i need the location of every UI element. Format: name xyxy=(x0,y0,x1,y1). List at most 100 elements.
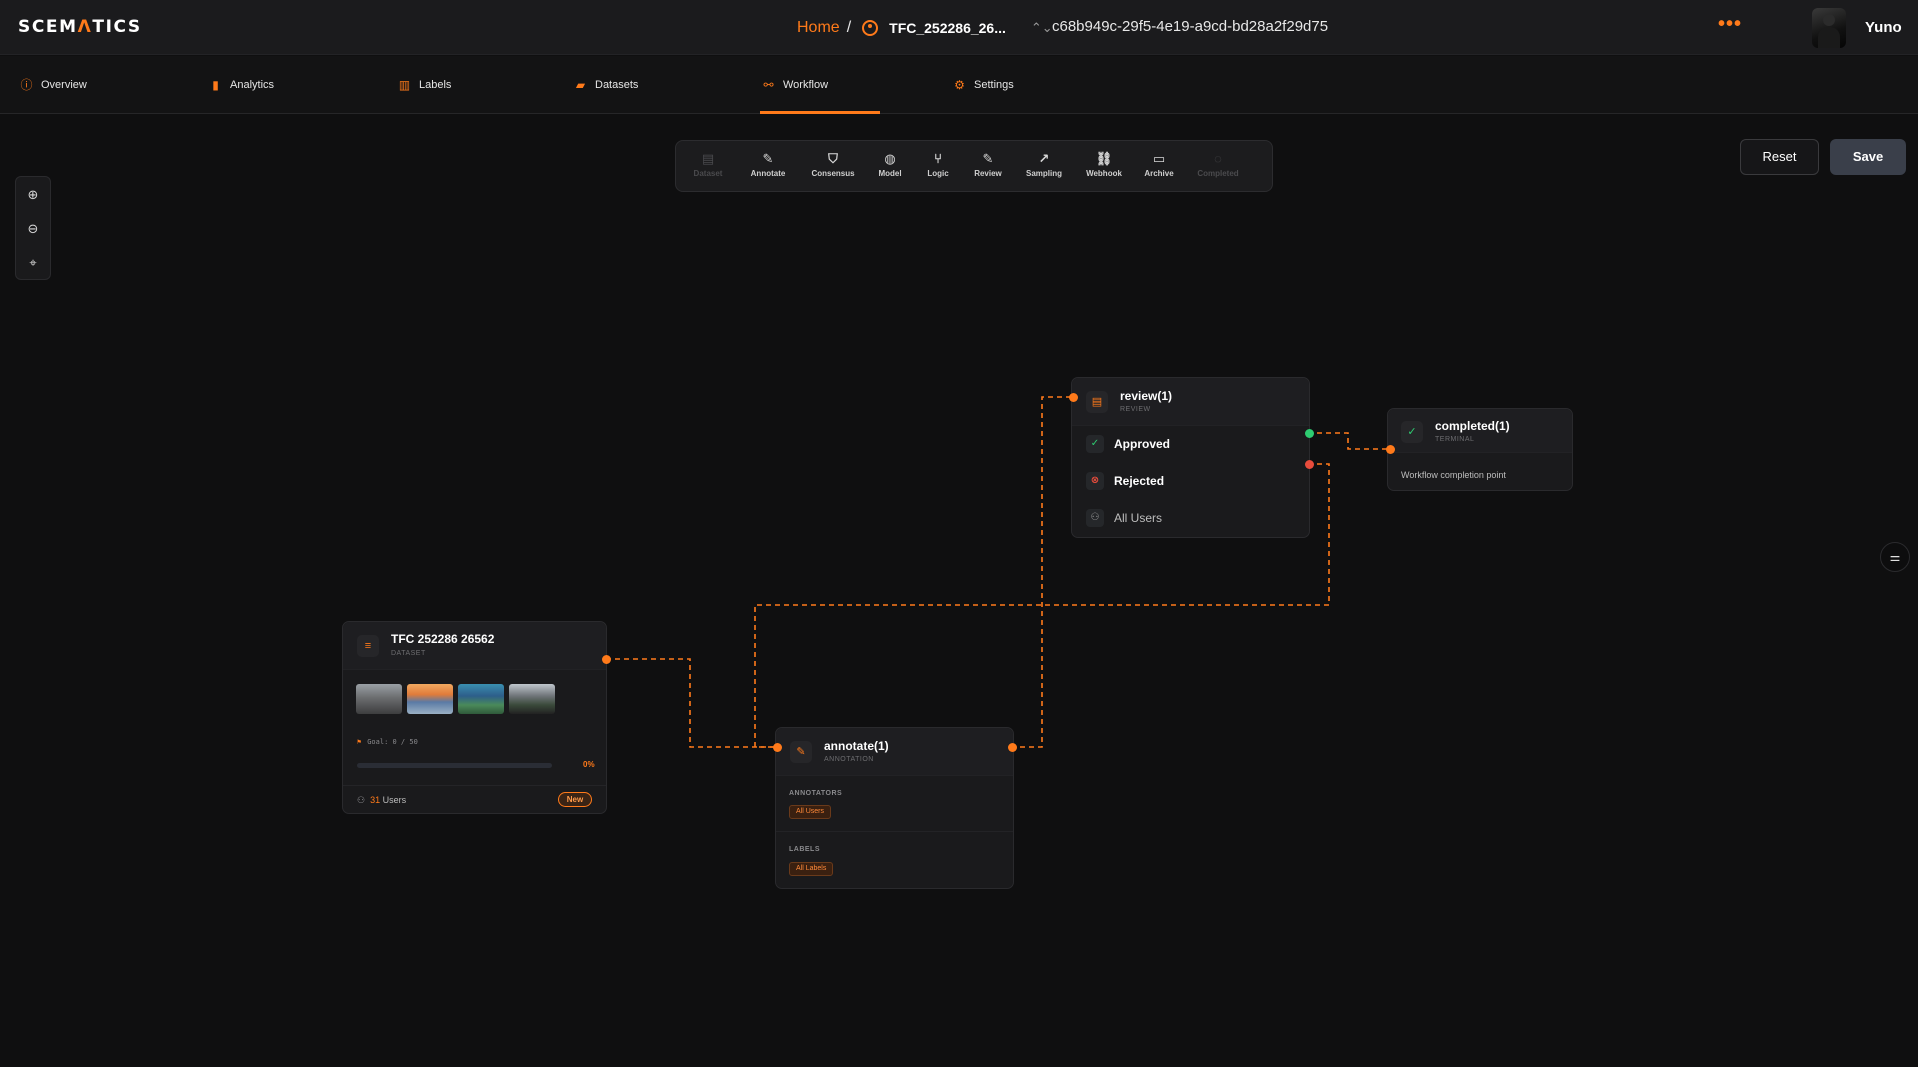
tool-dataset: ▤ Dataset xyxy=(688,151,728,178)
tool-model[interactable]: ◍ Model xyxy=(872,151,908,178)
branch-label: Approved xyxy=(1114,437,1171,451)
check-circle-icon: ✓ xyxy=(1086,435,1104,453)
tab-labels[interactable]: ▥ Labels xyxy=(398,56,452,114)
archive-icon: ▭ xyxy=(1152,151,1166,166)
tab-label: Datasets xyxy=(595,79,639,91)
tab-datasets[interactable]: ▰ Datasets xyxy=(574,56,639,114)
tool-sampling[interactable]: ↗ Sampling xyxy=(1020,151,1068,178)
dataset-output-port[interactable] xyxy=(602,655,611,664)
annotate-node[interactable]: ✎ annotate(1) ANNOTATION ANNOTATORS All … xyxy=(773,727,1017,889)
tool-label: Webhook xyxy=(1086,169,1122,178)
node-footer: ⚇ 31 Users New xyxy=(343,785,606,813)
users-label: Users xyxy=(382,795,407,805)
edge-dataset-to-annotate xyxy=(606,658,777,748)
zoom-out-icon[interactable]: ⊖ xyxy=(27,221,39,236)
node-title: review(1) xyxy=(1120,389,1173,403)
review-rejected-branch[interactable]: ⊗ Rejected xyxy=(1086,470,1164,492)
annotators-chip[interactable]: All Users xyxy=(789,805,832,819)
tab-overview[interactable]: ⓘ Overview xyxy=(20,56,87,114)
gear-icon: ⚙ xyxy=(954,77,965,92)
document-icon: ▤ xyxy=(1086,391,1108,413)
top-header: SCEMΛTICS Home / TFC_252286_26... ⌃⌄ c68… xyxy=(0,0,1918,55)
user-name[interactable]: Yuno xyxy=(1865,19,1902,36)
workflow-icon: ⚯ xyxy=(763,77,774,92)
tab-settings[interactable]: ⚙ Settings xyxy=(953,56,1014,114)
review-node[interactable]: ▤ review(1) REVIEW ✓ Approved ⊗ Rejected… xyxy=(1069,377,1314,538)
review-approved-branch[interactable]: ✓ Approved xyxy=(1086,433,1170,455)
tool-webhook[interactable]: ⛓ Webhook xyxy=(1080,151,1128,178)
users-number: 31 xyxy=(370,795,381,805)
tool-archive[interactable]: ▭ Archive xyxy=(1138,151,1180,178)
annotate-input-port[interactable] xyxy=(773,743,782,752)
zoom-controls: ⊕ ⊖ ⌖ xyxy=(15,176,51,280)
users-icon: ⚇ xyxy=(357,795,366,805)
logic-icon: ⑂ xyxy=(934,151,942,166)
status-badge: New xyxy=(558,792,592,807)
node-title: annotate(1) xyxy=(824,739,889,753)
tool-label: Annotate xyxy=(750,169,786,178)
project-switcher-chevron-icon[interactable]: ⌃⌄ xyxy=(1030,20,1053,35)
node-subtitle: TERMINAL xyxy=(1435,436,1475,443)
tool-label: Consensus xyxy=(811,169,855,178)
labels-icon: ▥ xyxy=(398,77,411,92)
goal-text: ⚑Goal: 0 / 50 xyxy=(357,738,418,746)
consensus-icon: ⛉ xyxy=(828,151,838,166)
breadcrumb-home-link[interactable]: Home xyxy=(797,19,840,36)
node-subtitle: DATASET xyxy=(391,650,426,657)
dataset-thumbnails xyxy=(356,684,555,714)
node-subtitle: REVIEW xyxy=(1120,406,1151,413)
breadcrumb-project[interactable]: TFC_252286_26... xyxy=(889,20,1006,36)
approved-output-port[interactable] xyxy=(1305,429,1314,438)
tool-label: Sampling xyxy=(1025,169,1062,178)
users-icon: ⚇ xyxy=(1086,509,1104,527)
thumbnail-image xyxy=(458,684,504,714)
tool-consensus[interactable]: ⛉ Consensus xyxy=(808,151,858,178)
database-icon: ≡ xyxy=(357,635,379,657)
node-title: completed(1) xyxy=(1435,419,1510,433)
rejected-output-port[interactable] xyxy=(1305,460,1314,469)
save-button[interactable]: Save xyxy=(1830,139,1906,175)
tab-label: Overview xyxy=(41,79,87,91)
logo-text-start: SCEM xyxy=(18,17,78,37)
recenter-icon[interactable]: ⌖ xyxy=(29,255,37,270)
thumbnail-image xyxy=(407,684,453,714)
users-count: ⚇ 31 Users xyxy=(357,795,406,806)
tab-analytics[interactable]: ▮ Analytics xyxy=(209,56,274,114)
panel-toggle-icon[interactable]: ⚌ xyxy=(1880,542,1910,572)
dataset-node[interactable]: ≡ TFC 252286 26562 DATASET ⚑Goal: 0 / 50… xyxy=(342,621,611,814)
thumbnail-image xyxy=(356,684,402,714)
tab-workflow[interactable]: ⚯ Workflow xyxy=(759,56,881,114)
logo-text-end: TICS xyxy=(92,17,142,37)
tab-label: Labels xyxy=(419,79,452,91)
reset-button[interactable]: Reset xyxy=(1740,139,1819,175)
project-icon xyxy=(862,20,879,36)
more-options-button[interactable]: ••• xyxy=(1717,13,1742,35)
progress-percent: 0% xyxy=(583,760,595,769)
app-logo[interactable]: SCEMΛTICS xyxy=(18,17,142,37)
avatar[interactable] xyxy=(1812,8,1846,48)
completed-input-port[interactable] xyxy=(1386,445,1395,454)
review-icon: ✎ xyxy=(982,151,994,166)
zoom-in-icon[interactable]: ⊕ xyxy=(27,187,39,202)
goal-progress-bar xyxy=(357,763,552,768)
tool-logic[interactable]: ⑂ Logic xyxy=(920,151,956,178)
tool-label: Logic xyxy=(927,169,949,178)
tool-label: Review xyxy=(974,169,1002,178)
completed-node[interactable]: ✓ completed(1) TERMINAL Workflow complet… xyxy=(1386,408,1573,491)
annotators-label: ANNOTATORS xyxy=(789,790,843,797)
tool-review[interactable]: ✎ Review xyxy=(968,151,1008,178)
info-icon: ⓘ xyxy=(20,77,33,92)
node-subtitle: ANNOTATION xyxy=(824,756,874,763)
completed-icon: ◌ xyxy=(1214,151,1222,166)
annotate-output-port[interactable] xyxy=(1008,743,1017,752)
tool-label: Completed xyxy=(1197,169,1239,178)
webhook-icon: ⛓ xyxy=(1095,151,1113,166)
review-input-port[interactable] xyxy=(1069,393,1078,402)
node-header: ▤ review(1) REVIEW xyxy=(1072,378,1309,426)
tool-annotate[interactable]: ✎ Annotate xyxy=(746,151,790,178)
labels-chip[interactable]: All Labels xyxy=(789,862,834,876)
sampling-icon: ↗ xyxy=(1038,151,1050,166)
review-assignees: ⚇ All Users xyxy=(1086,507,1162,529)
breadcrumb-separator: / xyxy=(846,19,852,36)
tool-completed: ◌ Completed xyxy=(1190,151,1246,178)
